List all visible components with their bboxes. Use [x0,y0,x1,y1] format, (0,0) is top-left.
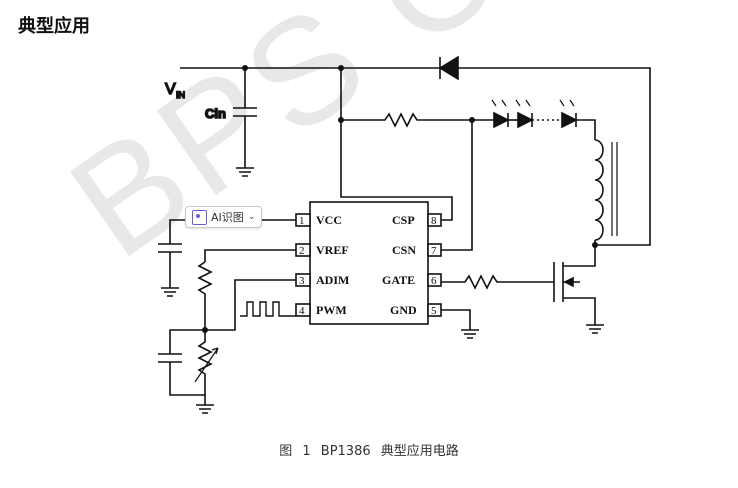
pin-vcc-label: VCC [316,213,342,227]
ground-adim [196,404,214,414]
pin-adim-label: ADIM [316,273,349,287]
pin-pwm-label: PWM [316,303,347,317]
chevron-down-icon: ⌄ [247,212,256,222]
ai-chip-label: AI识图 [211,211,244,224]
pin1-number: 1 [299,215,305,227]
pin-csp-label: CSP [392,213,415,227]
pin-gnd-label: GND [390,303,417,317]
cin-capacitor [233,68,257,168]
pwm-waveform [240,301,296,317]
pin2-number: 2 [299,245,305,257]
top-rail-right [458,67,651,246]
ic-body [309,201,429,325]
page-heading: 典型应用 [18,16,90,37]
pin8-number: 8 [431,215,437,227]
ground-vcc [161,287,179,297]
vin-label: V [165,81,176,98]
figure-caption: 图 1 BP1386 典型应用电路 [279,444,459,459]
ground-ic [461,329,479,339]
vcc-capacitor [158,243,182,288]
pin-csn-label: CSN [392,243,416,257]
freewheel-diode [438,55,459,81]
vref-resistor [197,261,213,330]
adim-potentiometer [197,330,213,395]
ai-scan-icon [192,209,207,225]
gate-resistor [441,274,554,290]
ground-cin [236,167,254,177]
pin7-number: 7 [431,245,437,257]
mosfet [553,262,596,312]
ground-mosfet [586,324,604,334]
pin-gate-label: GATE [382,273,415,287]
vin-subscript: IN [176,90,185,100]
adim-capacitor [158,353,205,396]
sense-resistor [341,112,472,128]
ic-pins [295,213,442,317]
cin-label: Cin [205,106,226,121]
pin-vref-label: VREF [316,243,349,257]
pin4-number: 4 [299,305,305,317]
led-string [491,99,578,129]
ai-recognize-button[interactable]: AI识图 ⌄ [185,206,263,228]
pin5-number: 5 [431,305,437,317]
inductor [594,139,604,241]
pin6-number: 6 [431,275,437,287]
pin3-number: 3 [299,275,305,287]
